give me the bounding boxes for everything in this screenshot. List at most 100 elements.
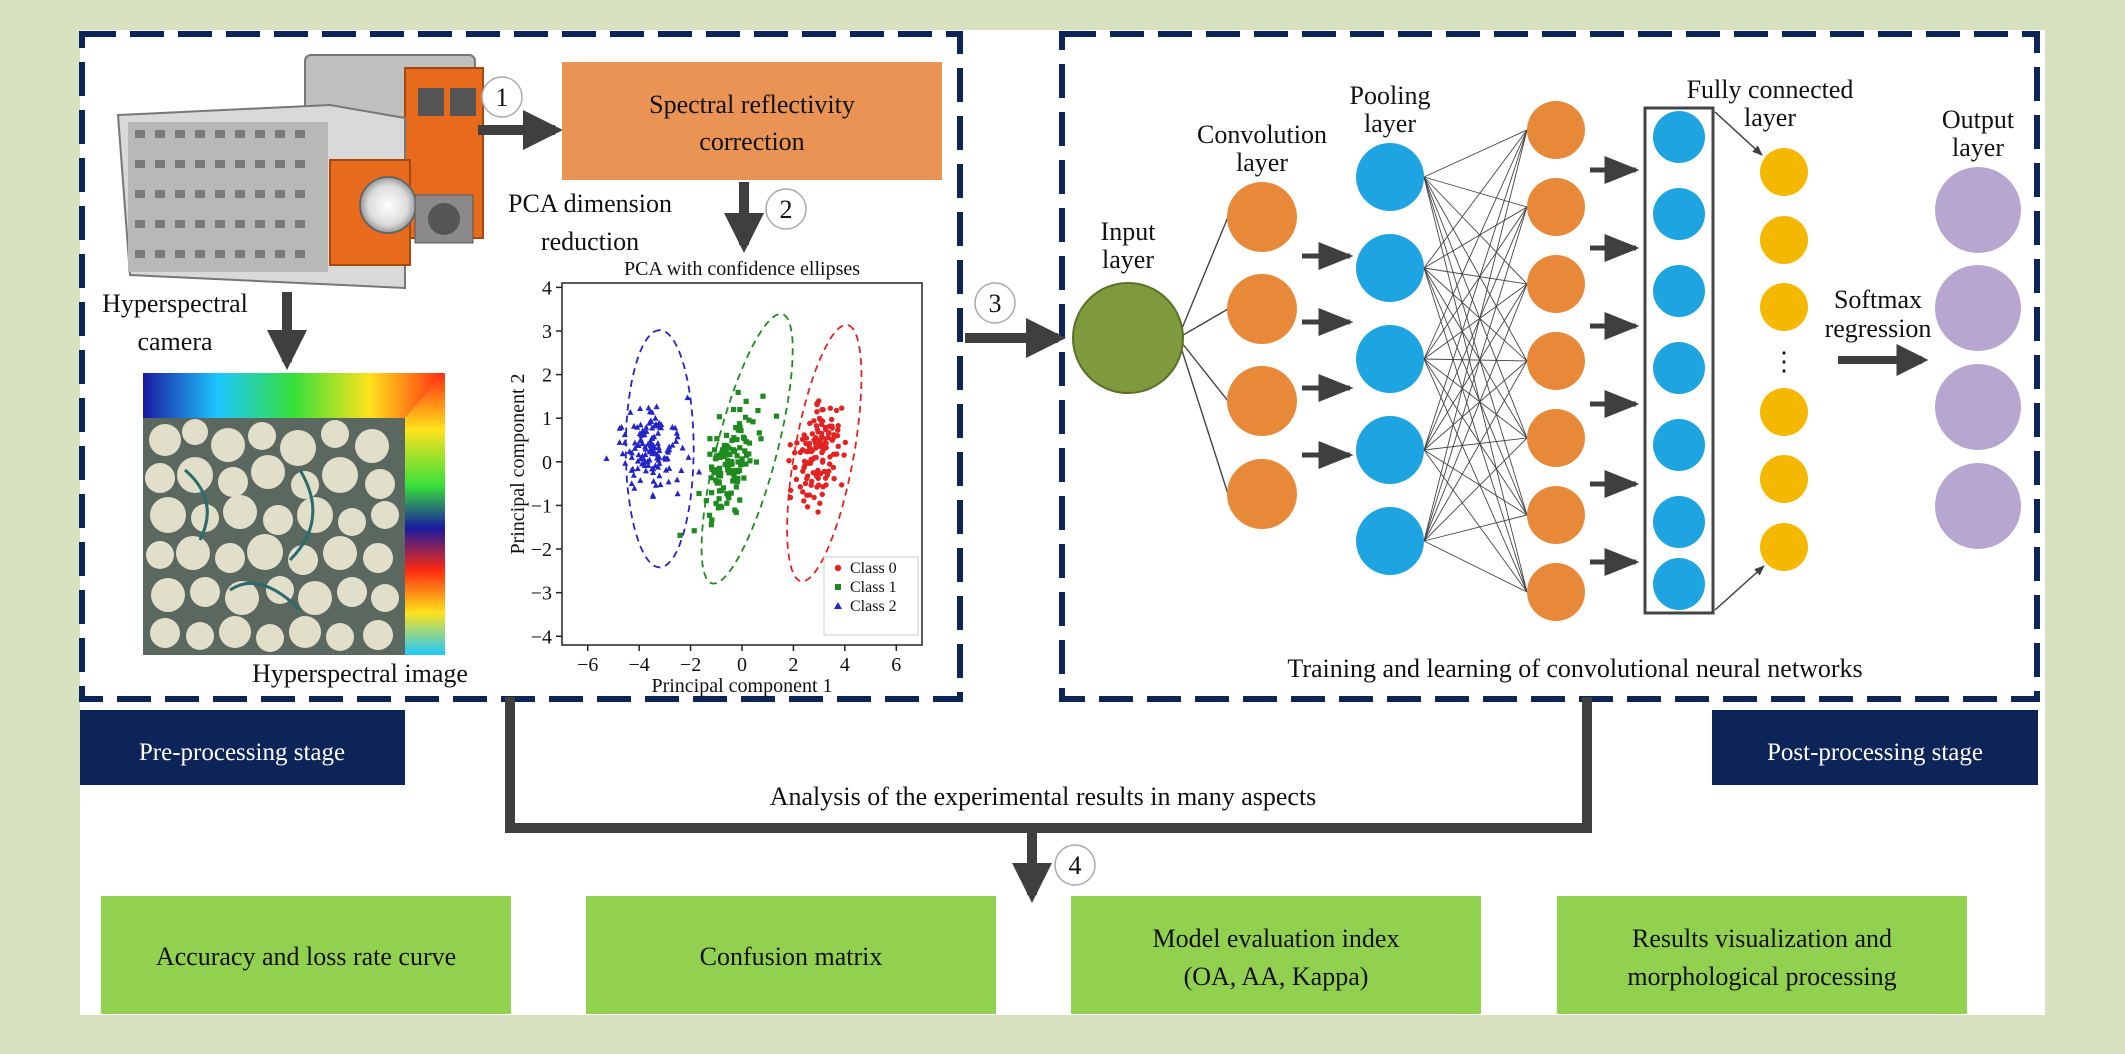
data-point-class-0 [831, 475, 837, 482]
pool-node [1356, 234, 1424, 302]
data-point-class-1 [729, 467, 736, 474]
result-box-accuracy-loss [101, 896, 511, 1014]
data-point-class-1 [708, 522, 714, 528]
data-point-class-0 [806, 444, 813, 450]
pool-hidden-link [1423, 358, 1528, 516]
data-point-class-0 [792, 450, 798, 456]
pool-hidden-link [1423, 129, 1528, 178]
data-point-class-2 [631, 484, 638, 491]
data-point-class-1 [723, 432, 730, 438]
data-point-class-0 [826, 461, 833, 467]
data-point-class-0 [793, 476, 800, 483]
data-point-class-1 [707, 451, 713, 457]
data-point-class-1 [709, 490, 715, 496]
data-point-class-2 [630, 422, 637, 429]
pool-hidden-link [1423, 514, 1528, 542]
data-point-class-1 [709, 517, 715, 523]
data-point-class-0 [804, 492, 810, 498]
data-point-class-2 [653, 403, 660, 410]
output-node [1935, 265, 2021, 351]
conv-node [1227, 459, 1297, 529]
fc-node [1653, 496, 1705, 548]
fc-output-node [1760, 148, 1808, 196]
data-point-class-1 [746, 440, 753, 446]
data-point-class-2 [674, 490, 681, 497]
data-point-class-0 [819, 449, 825, 456]
input-layer [1072, 282, 1184, 394]
legend-entry: Class 1 [850, 579, 897, 596]
spectral-correction-line2: correction [699, 127, 804, 156]
layer-arrows [1302, 156, 1640, 576]
data-point-class-0 [787, 487, 794, 494]
chart-y-tick-label: −3 [531, 583, 552, 605]
data-point-class-1 [773, 413, 780, 419]
fc-node [1653, 265, 1705, 317]
data-point-class-2 [655, 463, 662, 470]
data-point-class-0 [820, 457, 826, 463]
data-point-class-0 [819, 418, 826, 424]
data-point-class-2 [621, 431, 628, 438]
fc-layer-label-line2: layer [1744, 103, 1796, 132]
input-conv-link [1177, 337, 1229, 402]
chart-y-tick-label: −1 [531, 495, 552, 517]
data-point-class-0 [786, 457, 792, 464]
svg-text:1: 1 [496, 83, 509, 112]
data-point-class-1 [740, 434, 747, 440]
pool-hidden-link [1423, 283, 1528, 360]
data-point-class-2 [656, 447, 663, 454]
data-point-class-2 [646, 456, 653, 463]
data-point-class-2 [696, 468, 703, 475]
chart-y-tick-label: 4 [542, 277, 552, 299]
data-point-class-0 [814, 409, 820, 415]
data-point-class-1 [724, 491, 730, 497]
pool-hidden-link [1423, 540, 1528, 593]
pool-hidden-link [1423, 176, 1528, 285]
data-point-class-0 [799, 489, 806, 495]
data-point-class-1 [714, 467, 720, 473]
input-conv-link [1177, 337, 1229, 495]
chart-title: PCA with confidence ellipses [624, 258, 860, 280]
pool-hidden-link [1423, 283, 1528, 542]
conv-node [1227, 274, 1297, 344]
data-point-class-1 [725, 467, 731, 473]
data-point-class-0 [826, 468, 832, 474]
data-point-class-0 [820, 484, 826, 490]
analysis-bracket [505, 697, 1592, 833]
preprocessing-frame [79, 31, 963, 702]
chart-x-tick-label: −2 [680, 654, 701, 676]
data-point-class-1 [746, 451, 752, 457]
legend-marker [834, 564, 842, 572]
legend-marker [835, 584, 841, 590]
data-point-class-1 [717, 454, 723, 461]
data-point-class-0 [827, 454, 833, 460]
data-point-class-1 [723, 452, 729, 458]
data-point-class-2 [635, 451, 642, 458]
data-point-class-2 [634, 465, 641, 472]
data-point-class-0 [797, 449, 804, 456]
result-evaluation-index-line1: Model evaluation index [1153, 924, 1400, 953]
data-point-class-1 [716, 480, 722, 486]
pca-label-line1: PCA dimension [508, 189, 672, 218]
data-point-class-0 [835, 423, 841, 429]
pool-hidden-link [1423, 129, 1528, 360]
data-point-class-2 [655, 444, 662, 451]
data-point-class-1 [711, 470, 717, 476]
data-point-class-2 [647, 448, 654, 455]
data-point-class-1 [734, 469, 740, 475]
data-point-class-0 [803, 448, 809, 455]
data-point-class-1 [753, 459, 760, 465]
pool-hidden-link [1423, 360, 1528, 542]
legend-entry: Class 2 [850, 598, 897, 615]
data-point-class-2 [678, 467, 685, 473]
data-point-class-1 [708, 464, 715, 470]
data-point-class-2 [637, 405, 644, 412]
hidden-layer [1527, 101, 1585, 621]
data-point-class-0 [833, 407, 840, 414]
data-point-class-2 [666, 465, 673, 471]
fully-connected-layer [1653, 111, 1705, 610]
pool-hidden-link [1423, 129, 1528, 269]
chart-x-tick-label: 6 [891, 654, 901, 676]
data-point-class-2 [637, 421, 644, 428]
step-4-badge: 4 [1054, 844, 1096, 886]
data-point-class-1 [707, 436, 713, 442]
